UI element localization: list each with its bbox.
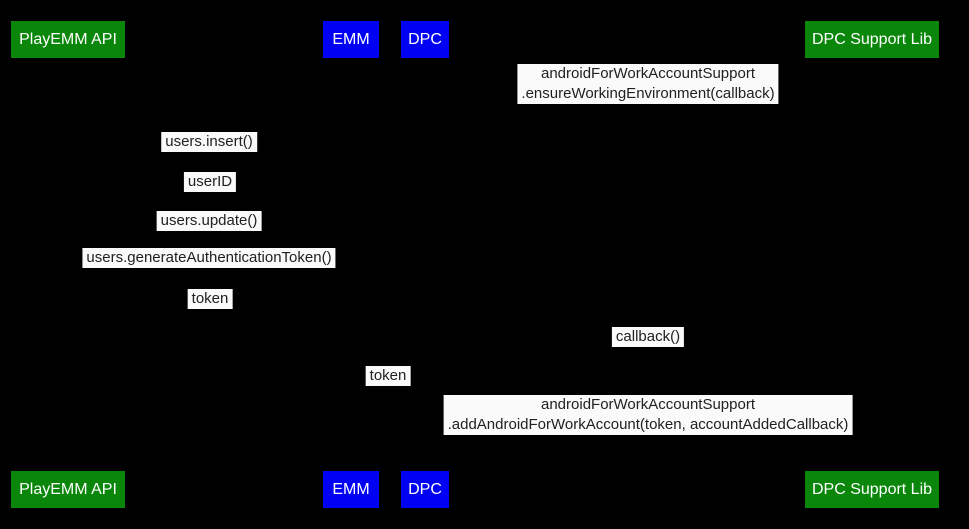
message-callback: callback() — [611, 327, 685, 347]
message-line: .ensureWorkingEnvironment(callback) — [521, 85, 775, 102]
participant-dpc-bottom: DPC — [401, 471, 449, 508]
message-line: .addAndroidForWorkAccount(token, account… — [447, 416, 849, 433]
message-users-insert: users.insert() — [161, 132, 257, 152]
message-line: androidForWorkAccountSupport — [540, 65, 755, 82]
participant-dpc-top: DPC — [401, 21, 449, 58]
message-token-forward: token — [365, 366, 411, 386]
participant-emm-top: EMM — [323, 21, 379, 58]
message-user-id: userID — [183, 172, 237, 192]
participant-dpc-support-lib-top: DPC Support Lib — [805, 21, 939, 58]
participant-playemm-api-bottom: PlayEMM API — [11, 471, 125, 508]
participant-playemm-api-top: PlayEMM API — [11, 21, 125, 58]
message-token-return: token — [187, 289, 233, 309]
message-generate-authentication-token: users.generateAuthenticationToken() — [82, 248, 336, 268]
participant-dpc-support-lib-bottom: DPC Support Lib — [805, 471, 939, 508]
message-users-update: users.update() — [156, 211, 262, 231]
message-ensure-working-environment: androidForWorkAccountSupport .ensureWork… — [517, 64, 779, 104]
message-line: androidForWorkAccountSupport — [541, 396, 755, 413]
message-add-android-for-work-account: androidForWorkAccountSupport .addAndroid… — [443, 395, 853, 435]
participant-emm-bottom: EMM — [323, 471, 379, 508]
